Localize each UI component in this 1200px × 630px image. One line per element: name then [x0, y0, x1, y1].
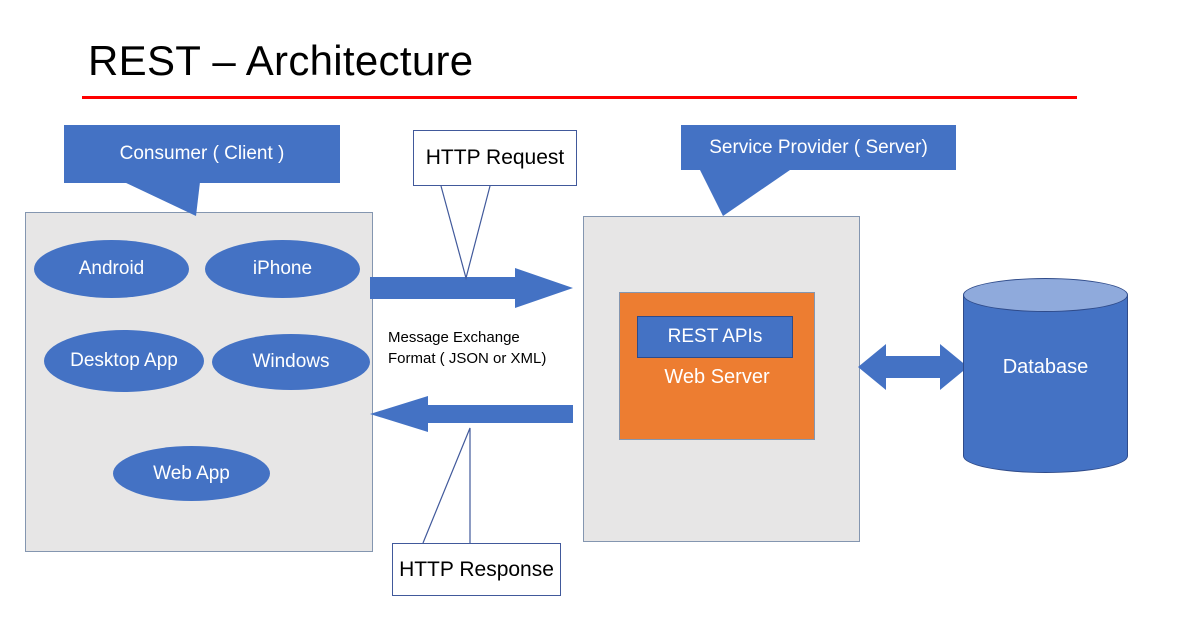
client-app-windows[interactable]: Windows [212, 334, 370, 390]
title-underline-rule [82, 96, 1077, 99]
provider-callout-label: Service Provider ( Server) [709, 136, 928, 158]
server-database-connector-arrow [858, 344, 968, 390]
message-format-label: Message Exchange Format ( JSON or XML) [388, 327, 578, 369]
http-response-callout-label: HTTP Response [399, 557, 554, 581]
database-cylinder-top [963, 278, 1128, 312]
client-app-android[interactable]: Android [34, 240, 189, 298]
http-request-callout-label: HTTP Request [425, 146, 565, 169]
http-response-callout: HTTP Response [392, 543, 561, 596]
rest-apis-label: REST APIs [667, 326, 763, 347]
http-request-arrow [370, 268, 573, 308]
client-app-iphone-label: iPhone [252, 258, 313, 279]
message-format-line-2: Format ( JSON or XML) [388, 350, 547, 367]
client-app-desktop[interactable]: Desktop App [44, 330, 204, 392]
rest-apis-box[interactable]: REST APIs [637, 316, 793, 358]
database-cylinder: Database [963, 278, 1128, 473]
client-app-windows-label: Windows [252, 351, 330, 372]
page-title: REST – Architecture [88, 37, 474, 84]
message-format-line-1: Message Exchange [388, 329, 520, 346]
consumer-callout: Consumer ( Client ) [64, 125, 340, 183]
http-response-arrow [370, 396, 573, 432]
database-label: Database [1002, 356, 1089, 378]
client-app-webapp[interactable]: Web App [113, 446, 270, 501]
provider-callout: Service Provider ( Server) [681, 125, 956, 170]
client-app-android-label: Android [78, 258, 145, 279]
consumer-callout-label: Consumer ( Client ) [119, 143, 285, 164]
database-cylinder-body [963, 295, 1128, 456]
client-app-desktop-label: Desktop App [70, 350, 178, 371]
web-server-label: Web Server [664, 366, 770, 388]
http-request-callout: HTTP Request [413, 130, 577, 186]
client-app-iphone[interactable]: iPhone [205, 240, 360, 298]
client-app-webapp-label: Web App [153, 462, 230, 484]
